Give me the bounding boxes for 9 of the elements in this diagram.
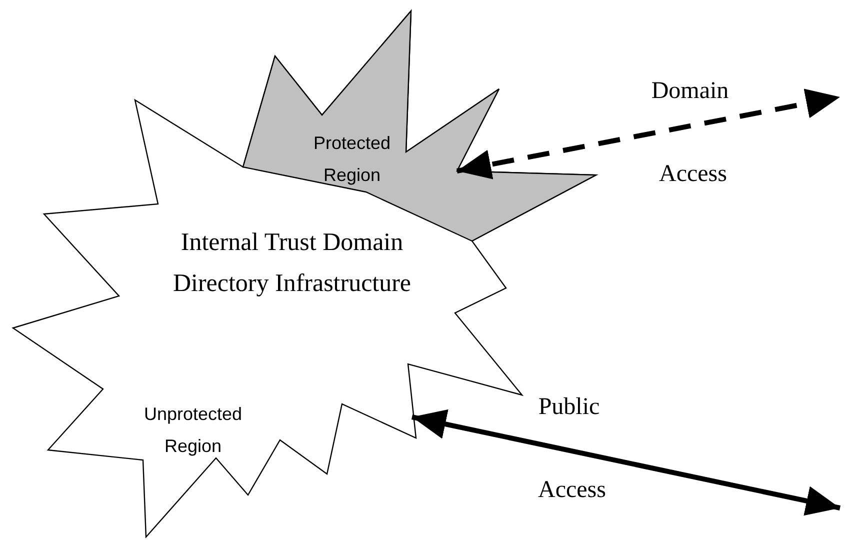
text-label: Access <box>538 476 606 505</box>
node-title: Internal Trust Domain Directory Infrastructure <box>172 228 412 299</box>
double-arrow <box>411 409 841 516</box>
text-label: Access <box>659 160 727 189</box>
region-label: Unprotected Region <box>142 403 244 458</box>
dashed-arrow <box>456 88 840 180</box>
region-label: Protected Region <box>312 132 392 187</box>
text-label: Domain <box>651 77 729 106</box>
text-label: Public <box>538 393 600 422</box>
